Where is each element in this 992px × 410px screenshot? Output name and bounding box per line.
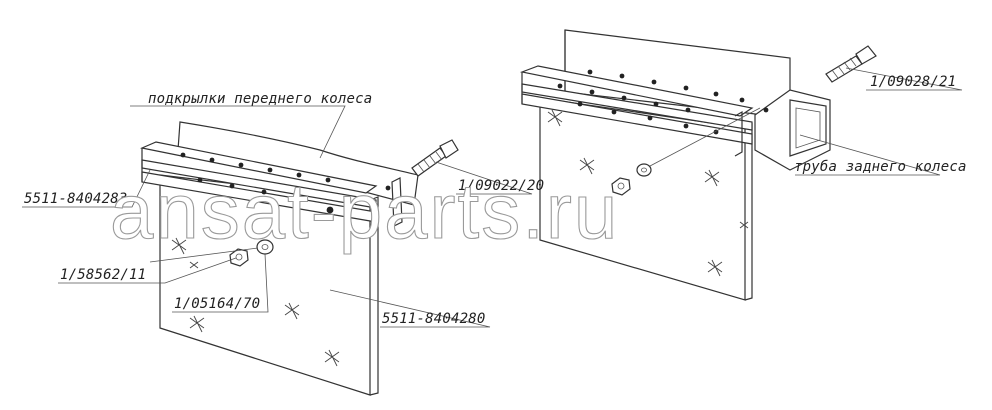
right-panel-side [744, 122, 753, 301]
left-small-bracket [391, 177, 403, 227]
right-rail-holes [557, 69, 769, 135]
leader-09022 [435, 161, 533, 195]
leader-8404280 [329, 289, 491, 328]
label-1-05164-70: 1/05164/70 [174, 296, 260, 312]
left-rail-holes [180, 152, 334, 214]
left-assembly [139, 121, 459, 396]
right-bracket-rail-top [519, 65, 754, 117]
left-nut [229, 248, 249, 267]
label-rear-wheel-tube: труба заднего колеса [794, 159, 967, 175]
rear-wheel-tube [754, 89, 831, 171]
leader-05164 [172, 253, 269, 313]
left-panel-hatches [171, 237, 340, 367]
left-bracket-rail-top [139, 141, 378, 194]
label-1-09022-20: 1/09022/20 [458, 178, 544, 194]
leader-58562 [58, 257, 237, 284]
leader-rear-tube [795, 134, 941, 176]
right-panel-hatches [547, 109, 749, 277]
leader-8404283 [22, 169, 151, 208]
right-assembly [519, 29, 877, 301]
leader-09028 [845, 67, 963, 91]
label-5511-8404280: 5511-8404280 [382, 311, 486, 327]
leader-lines [22, 67, 963, 328]
right-washer [636, 163, 652, 177]
label-5511-8404283: 5511-8404283 [24, 191, 128, 207]
label-1-58562-11: 1/58562/11 [60, 267, 146, 283]
label-front-wheel-mudguards: подкрылки переднего колеса [148, 91, 372, 107]
watermark: ansat-parts.ru [110, 167, 619, 255]
leader-front-mudguards [130, 105, 346, 159]
label-1-09028-21: 1/09028/21 [870, 74, 956, 90]
right-nut [611, 177, 631, 196]
right-bolt [825, 45, 877, 83]
left-panel-side [369, 196, 379, 396]
left-bolt [385, 139, 459, 191]
